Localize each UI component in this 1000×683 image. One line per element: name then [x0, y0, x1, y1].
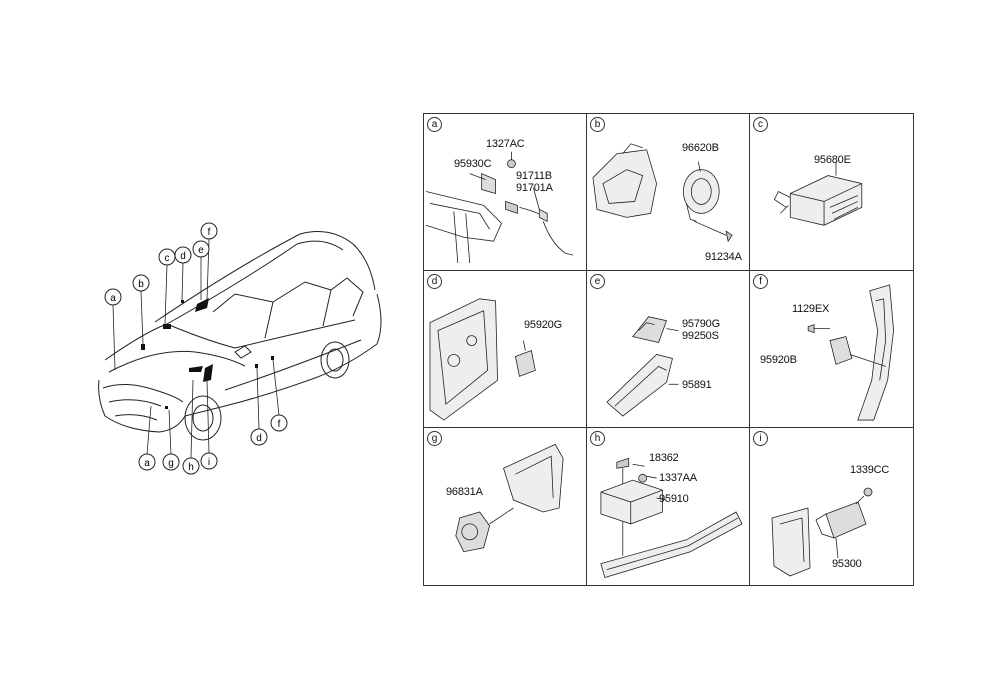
panel-letter: i — [753, 431, 768, 446]
callout-f-top: f — [200, 222, 218, 240]
part-number: 95300 — [832, 558, 862, 570]
panel-e-drawing — [606, 316, 679, 417]
part-number: 1327AC — [486, 138, 525, 150]
panel-h: h 18362 1337AA 95910 — [587, 428, 750, 585]
svg-text:a: a — [144, 458, 150, 469]
panel-letter: c — [753, 117, 768, 132]
svg-text:g: g — [168, 458, 174, 469]
panel-h-drawing — [600, 457, 743, 579]
panel-i-drawing — [771, 487, 873, 577]
svg-text:e: e — [198, 245, 204, 256]
callout-g: g — [162, 453, 180, 471]
panel-f-drawing — [807, 284, 895, 421]
part-number: 95891 — [682, 379, 712, 391]
part-number: 1337AA — [659, 472, 697, 484]
callout-c: c — [158, 248, 176, 266]
panel-a-drawing — [425, 151, 574, 264]
part-number: 18362 — [649, 452, 679, 464]
svg-text:f: f — [278, 419, 281, 430]
panel-letter: h — [590, 431, 605, 446]
panel-letter: a — [427, 117, 442, 132]
panel-b-drawing — [592, 143, 733, 243]
car-body-outline — [98, 231, 382, 441]
panel-d-drawing — [429, 298, 536, 421]
panel-c-drawing — [773, 161, 863, 226]
part-number: 96831A — [446, 486, 483, 498]
svg-text:i: i — [208, 457, 210, 468]
panel-e: e 95790G 99250S 95891 — [587, 271, 750, 428]
callout-i: i — [200, 452, 218, 470]
part-number: 95790G — [682, 318, 720, 330]
part-number: 91234A — [705, 251, 742, 263]
svg-text:d: d — [180, 251, 186, 262]
component-marks — [141, 298, 274, 409]
callout-a-bottom: a — [138, 453, 156, 471]
part-number: 1129EX — [792, 303, 830, 315]
svg-text:h: h — [188, 462, 194, 473]
svg-text:c: c — [165, 253, 170, 264]
panel-a: a 1327AC 95930C 91711B 91701A — [424, 114, 587, 271]
svg-text:d: d — [256, 433, 262, 444]
overview-callouts: a b c d e f a g h i d f — [104, 222, 288, 475]
panel-letter: f — [753, 274, 768, 289]
part-number: 95920B — [760, 354, 797, 366]
panel-g: g 96831A — [424, 428, 587, 585]
parts-grid: a 1327AC 95930C 91711B 91701A b — [423, 113, 914, 586]
panel-d: d 95920G — [424, 271, 587, 428]
panel-letter: b — [590, 117, 605, 132]
panel-letter: d — [427, 274, 442, 289]
part-number: 96620B — [682, 142, 719, 154]
part-number: 91701A — [516, 182, 553, 194]
callout-d-bottom: d — [250, 428, 268, 446]
svg-text:f: f — [208, 227, 211, 238]
part-number: 1339CC — [850, 464, 890, 476]
part-number: 99250S — [682, 330, 719, 342]
panel-letter: g — [427, 431, 442, 446]
part-number: 95680E — [814, 154, 851, 166]
callout-leaders — [112, 238, 280, 459]
callout-b: b — [132, 274, 150, 292]
callout-e: e — [192, 240, 210, 258]
callout-d-top: d — [174, 246, 192, 264]
svg-text:a: a — [110, 293, 116, 304]
part-number: 95930C — [454, 158, 492, 170]
panel-g-drawing — [455, 443, 564, 553]
panel-letter: e — [590, 274, 605, 289]
callout-h: h — [182, 457, 200, 475]
callout-a-top: a — [104, 288, 122, 306]
panel-b: b 96620B 91234A — [587, 114, 750, 271]
panel-i: i 1339CC 95300 — [750, 428, 913, 585]
vehicle-overview: a b c d e f a g h i d f — [98, 222, 382, 475]
part-number: 95920G — [524, 319, 562, 331]
part-number: 95910 — [659, 493, 689, 505]
callout-f-bottom: f — [270, 414, 288, 432]
panel-f: f 1129EX 95920B — [750, 271, 913, 428]
part-number: 91711B — [516, 170, 552, 182]
panel-c: c 95680E — [750, 114, 913, 271]
svg-text:b: b — [138, 279, 144, 290]
